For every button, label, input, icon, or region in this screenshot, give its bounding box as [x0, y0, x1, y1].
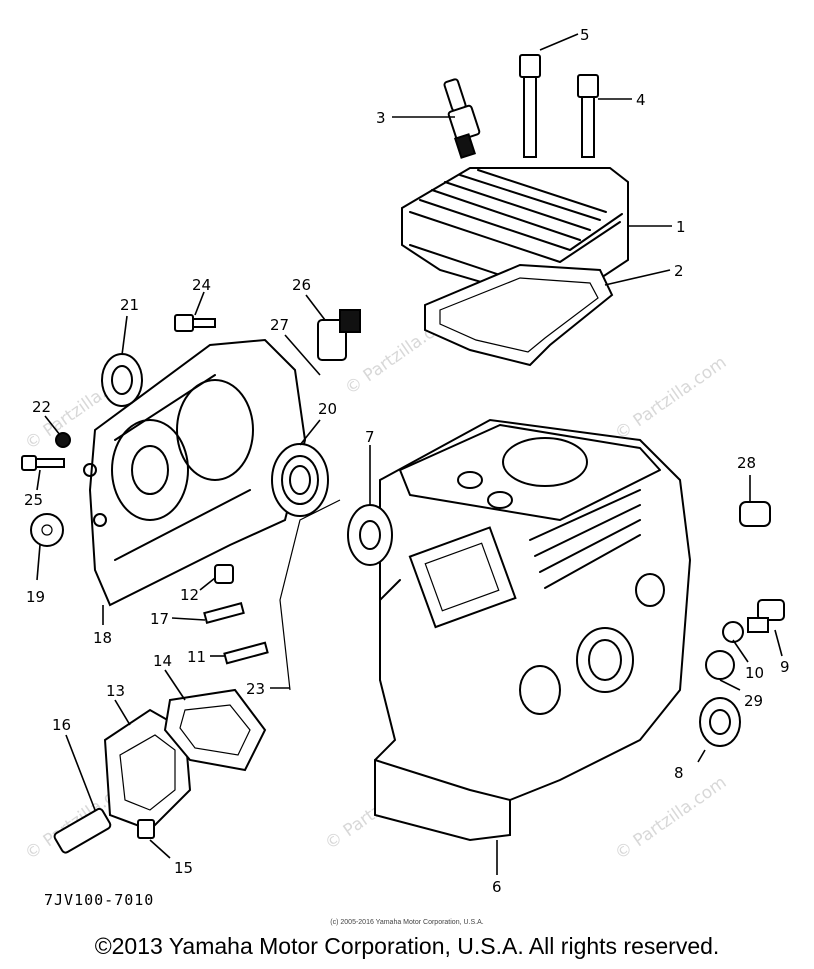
- callout-12: 12: [180, 586, 199, 604]
- part-plug-28: [739, 501, 771, 527]
- leader-26: [305, 294, 326, 321]
- small-copyright: (c) 2005-2016 Yamaha Motor Corporation, …: [330, 919, 484, 926]
- callout-16: 16: [52, 716, 71, 734]
- callout-18: 18: [93, 629, 112, 647]
- part-crankcase: [374, 418, 692, 842]
- leader-14: [164, 669, 186, 701]
- leader-27: [284, 334, 321, 376]
- callout-2: 2: [674, 262, 684, 280]
- leader-21: [121, 315, 128, 356]
- callout-10: 10: [745, 664, 764, 682]
- callout-15: 15: [174, 859, 193, 877]
- callout-23: 23: [246, 680, 265, 698]
- part-long-bolt: [519, 54, 541, 158]
- callout-8: 8: [674, 764, 684, 782]
- part-side-cover: [103, 708, 192, 832]
- part-crankcase-cover: [83, 338, 307, 607]
- part-drain-bolt: [747, 599, 785, 633]
- callout-14: 14: [153, 652, 172, 670]
- leader-9: [774, 629, 783, 657]
- leader-2: [604, 269, 671, 286]
- part-plug-12: [214, 564, 234, 584]
- part-drain-washer: [722, 621, 744, 643]
- leader-25: [36, 469, 41, 491]
- part-stud-11: [223, 641, 269, 665]
- leader-5: [539, 33, 579, 51]
- callout-5: 5: [580, 26, 590, 44]
- callout-19: 19: [26, 588, 45, 606]
- callout-6: 6: [492, 878, 502, 896]
- leader-10: [732, 639, 749, 663]
- leader-16: [65, 734, 96, 811]
- callout-20: 20: [318, 400, 337, 418]
- part-bolt-24: [174, 314, 216, 332]
- part-plug-15: [137, 819, 155, 839]
- callout-7: 7: [365, 428, 375, 446]
- callouts: 1 2 3 4 5 6 7 8 9 10 11 12 13 14 15 16 1…: [24, 26, 790, 896]
- leader-15: [149, 839, 171, 859]
- leader-13: [114, 699, 131, 726]
- callout-24: 24: [192, 276, 211, 294]
- callout-28: 28: [737, 454, 756, 472]
- callout-25: 25: [24, 491, 43, 509]
- part-pipe: [53, 807, 112, 854]
- watermark: © Partzilla.com: [611, 352, 730, 444]
- callout-3: 3: [376, 109, 386, 127]
- part-head-gasket: [424, 263, 614, 367]
- callout-4: 4: [636, 91, 646, 109]
- part-case-gasket: [279, 499, 341, 691]
- leader-22: [44, 415, 61, 436]
- callout-26: 26: [292, 276, 311, 294]
- footer-copyright: ©2013 Yamaha Motor Corporation, U.S.A. A…: [94, 933, 720, 959]
- callout-27: 27: [270, 316, 289, 334]
- part-nut: [55, 432, 71, 448]
- leader-29: [719, 679, 741, 691]
- part-bolt: [577, 74, 599, 158]
- part-screw: [21, 455, 65, 471]
- part-governor: [347, 504, 393, 566]
- part-breather: [317, 309, 361, 361]
- part-plug-29: [705, 650, 735, 680]
- leader-12: [199, 577, 216, 591]
- part-oil-seal: [101, 353, 143, 407]
- leader-24: [194, 291, 205, 316]
- leader-lines: [36, 33, 783, 875]
- leader-8: [697, 749, 706, 763]
- callout-21: 21: [120, 296, 139, 314]
- part-spark-plug: [443, 78, 481, 159]
- part-stud-17: [203, 602, 245, 624]
- leader-20: [299, 419, 321, 446]
- watermark: © Partzilla.com: [611, 772, 730, 864]
- leader-19: [36, 544, 41, 581]
- callout-29: 29: [744, 692, 763, 710]
- callout-22: 22: [32, 398, 51, 416]
- part-bearing: [271, 443, 329, 517]
- part-oil-seal-8: [699, 697, 741, 747]
- leader-17: [171, 617, 206, 621]
- callout-13: 13: [106, 682, 125, 700]
- diagram-code: 7JV100-7010: [44, 891, 155, 909]
- callout-1: 1: [676, 218, 686, 236]
- callout-11: 11: [187, 648, 206, 666]
- part-washer: [30, 513, 64, 547]
- callout-17: 17: [150, 610, 169, 628]
- part-cover-gasket: [163, 688, 267, 772]
- callout-9: 9: [780, 658, 790, 676]
